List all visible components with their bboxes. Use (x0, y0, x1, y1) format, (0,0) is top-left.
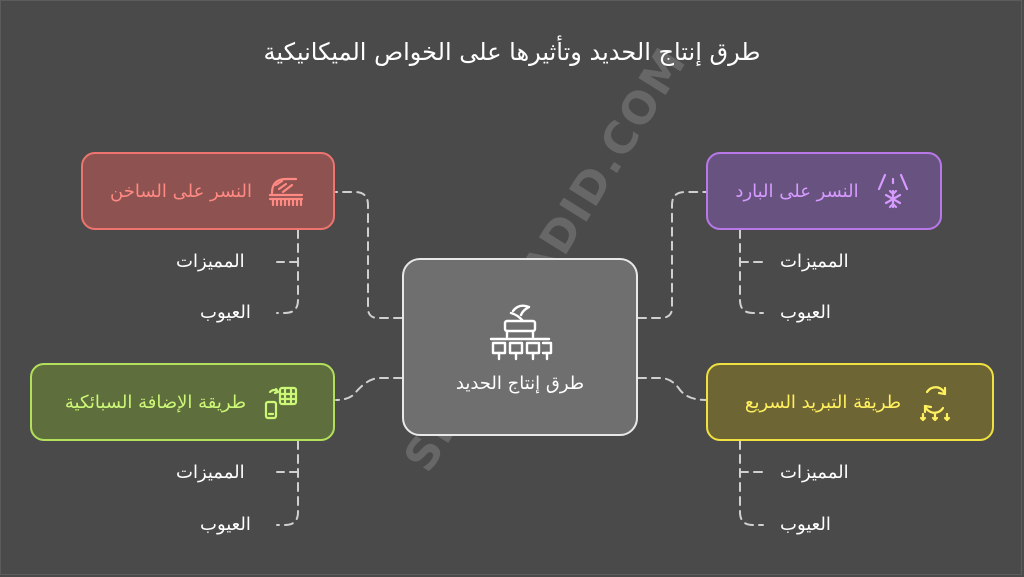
cold-disadvantages: العيوب (780, 302, 831, 323)
link-hot-sub (276, 229, 299, 314)
link-hot (335, 191, 403, 319)
label-alloy-addition: طريقة الإضافة السبائكية (64, 391, 247, 413)
link-spray-sub (276, 440, 299, 526)
alloy-calculator-icon (265, 386, 298, 420)
cold-advantages: المميزات (780, 251, 849, 272)
hot-advantages: المميزات (176, 251, 245, 272)
link-quench (637, 377, 707, 401)
link-spray (335, 377, 403, 401)
link-cold (637, 191, 707, 319)
hot-rolling-icon (268, 177, 304, 207)
node-rapid-cooling: طريقة التبريد السريع (706, 363, 994, 441)
steel-mill-icon (489, 303, 553, 360)
quench-advantages: المميزات (780, 462, 849, 483)
spray-disadvantages: العيوب (200, 514, 251, 535)
spray-advantages: المميزات (176, 462, 245, 483)
node-alloy-addition: طريقة الإضافة السبائكية (30, 363, 335, 441)
diagram-title: طرق إنتاج الحديد وتأثيرها على الخواص الم… (263, 38, 761, 66)
cold-rolling-icon (877, 173, 908, 209)
quench-disadvantages: العيوب (780, 514, 831, 535)
node-hot-rolling: النسر على الساخن (81, 152, 335, 230)
rapid-cooling-icon (920, 386, 951, 422)
label-rapid-cooling: طريقة التبريد السريع (744, 391, 902, 413)
node-cold-rolling: النسر على البارد (706, 152, 942, 230)
center-node: طرق إنتاج الحديد (402, 258, 638, 436)
label-hot-rolling: النسر على الساخن (110, 180, 252, 202)
link-cold-sub (739, 229, 764, 314)
link-quench-sub (739, 440, 764, 526)
hot-disadvantages: العيوب (200, 302, 251, 323)
label-cold-rolling: النسر على البارد (735, 180, 859, 202)
center-label: طرق إنتاج الحديد (455, 372, 585, 394)
